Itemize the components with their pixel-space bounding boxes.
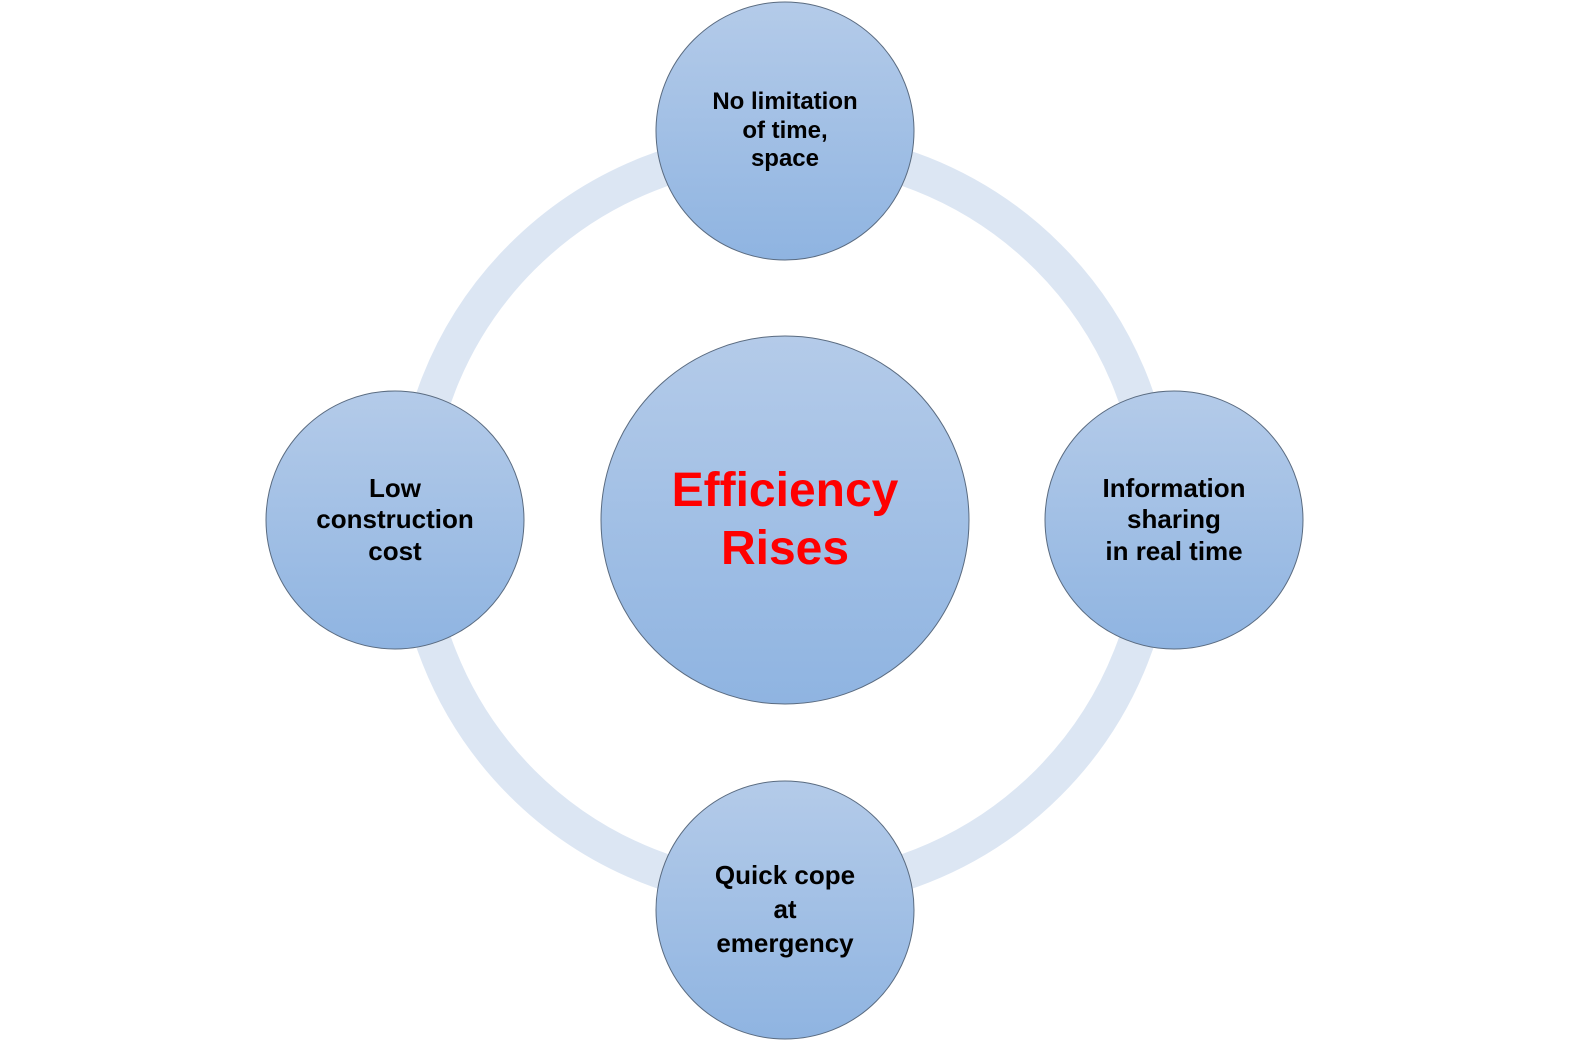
node-circle-bottom	[655, 780, 915, 1040]
node-left: Low construction cost	[266, 391, 524, 649]
center-circle	[600, 335, 970, 705]
node-label: Low construction cost	[316, 473, 474, 566]
node-label: Information sharing in real time	[1102, 473, 1246, 566]
center-label: Efficiency Rises	[671, 464, 899, 575]
node-bottom: Quick cope at emergency	[656, 781, 914, 1039]
node-label: Quick cope at emergency	[714, 860, 856, 958]
node-circle-top	[655, 1, 915, 261]
node-top: No limitation of time, space	[656, 2, 914, 260]
node-circle-right	[1044, 390, 1304, 650]
node-label: No limitation of time, space	[712, 87, 858, 173]
node-right: Information sharing in real time	[1045, 391, 1303, 649]
node-circle-left	[265, 390, 525, 650]
center-node: Efficiency Rises	[601, 336, 969, 704]
